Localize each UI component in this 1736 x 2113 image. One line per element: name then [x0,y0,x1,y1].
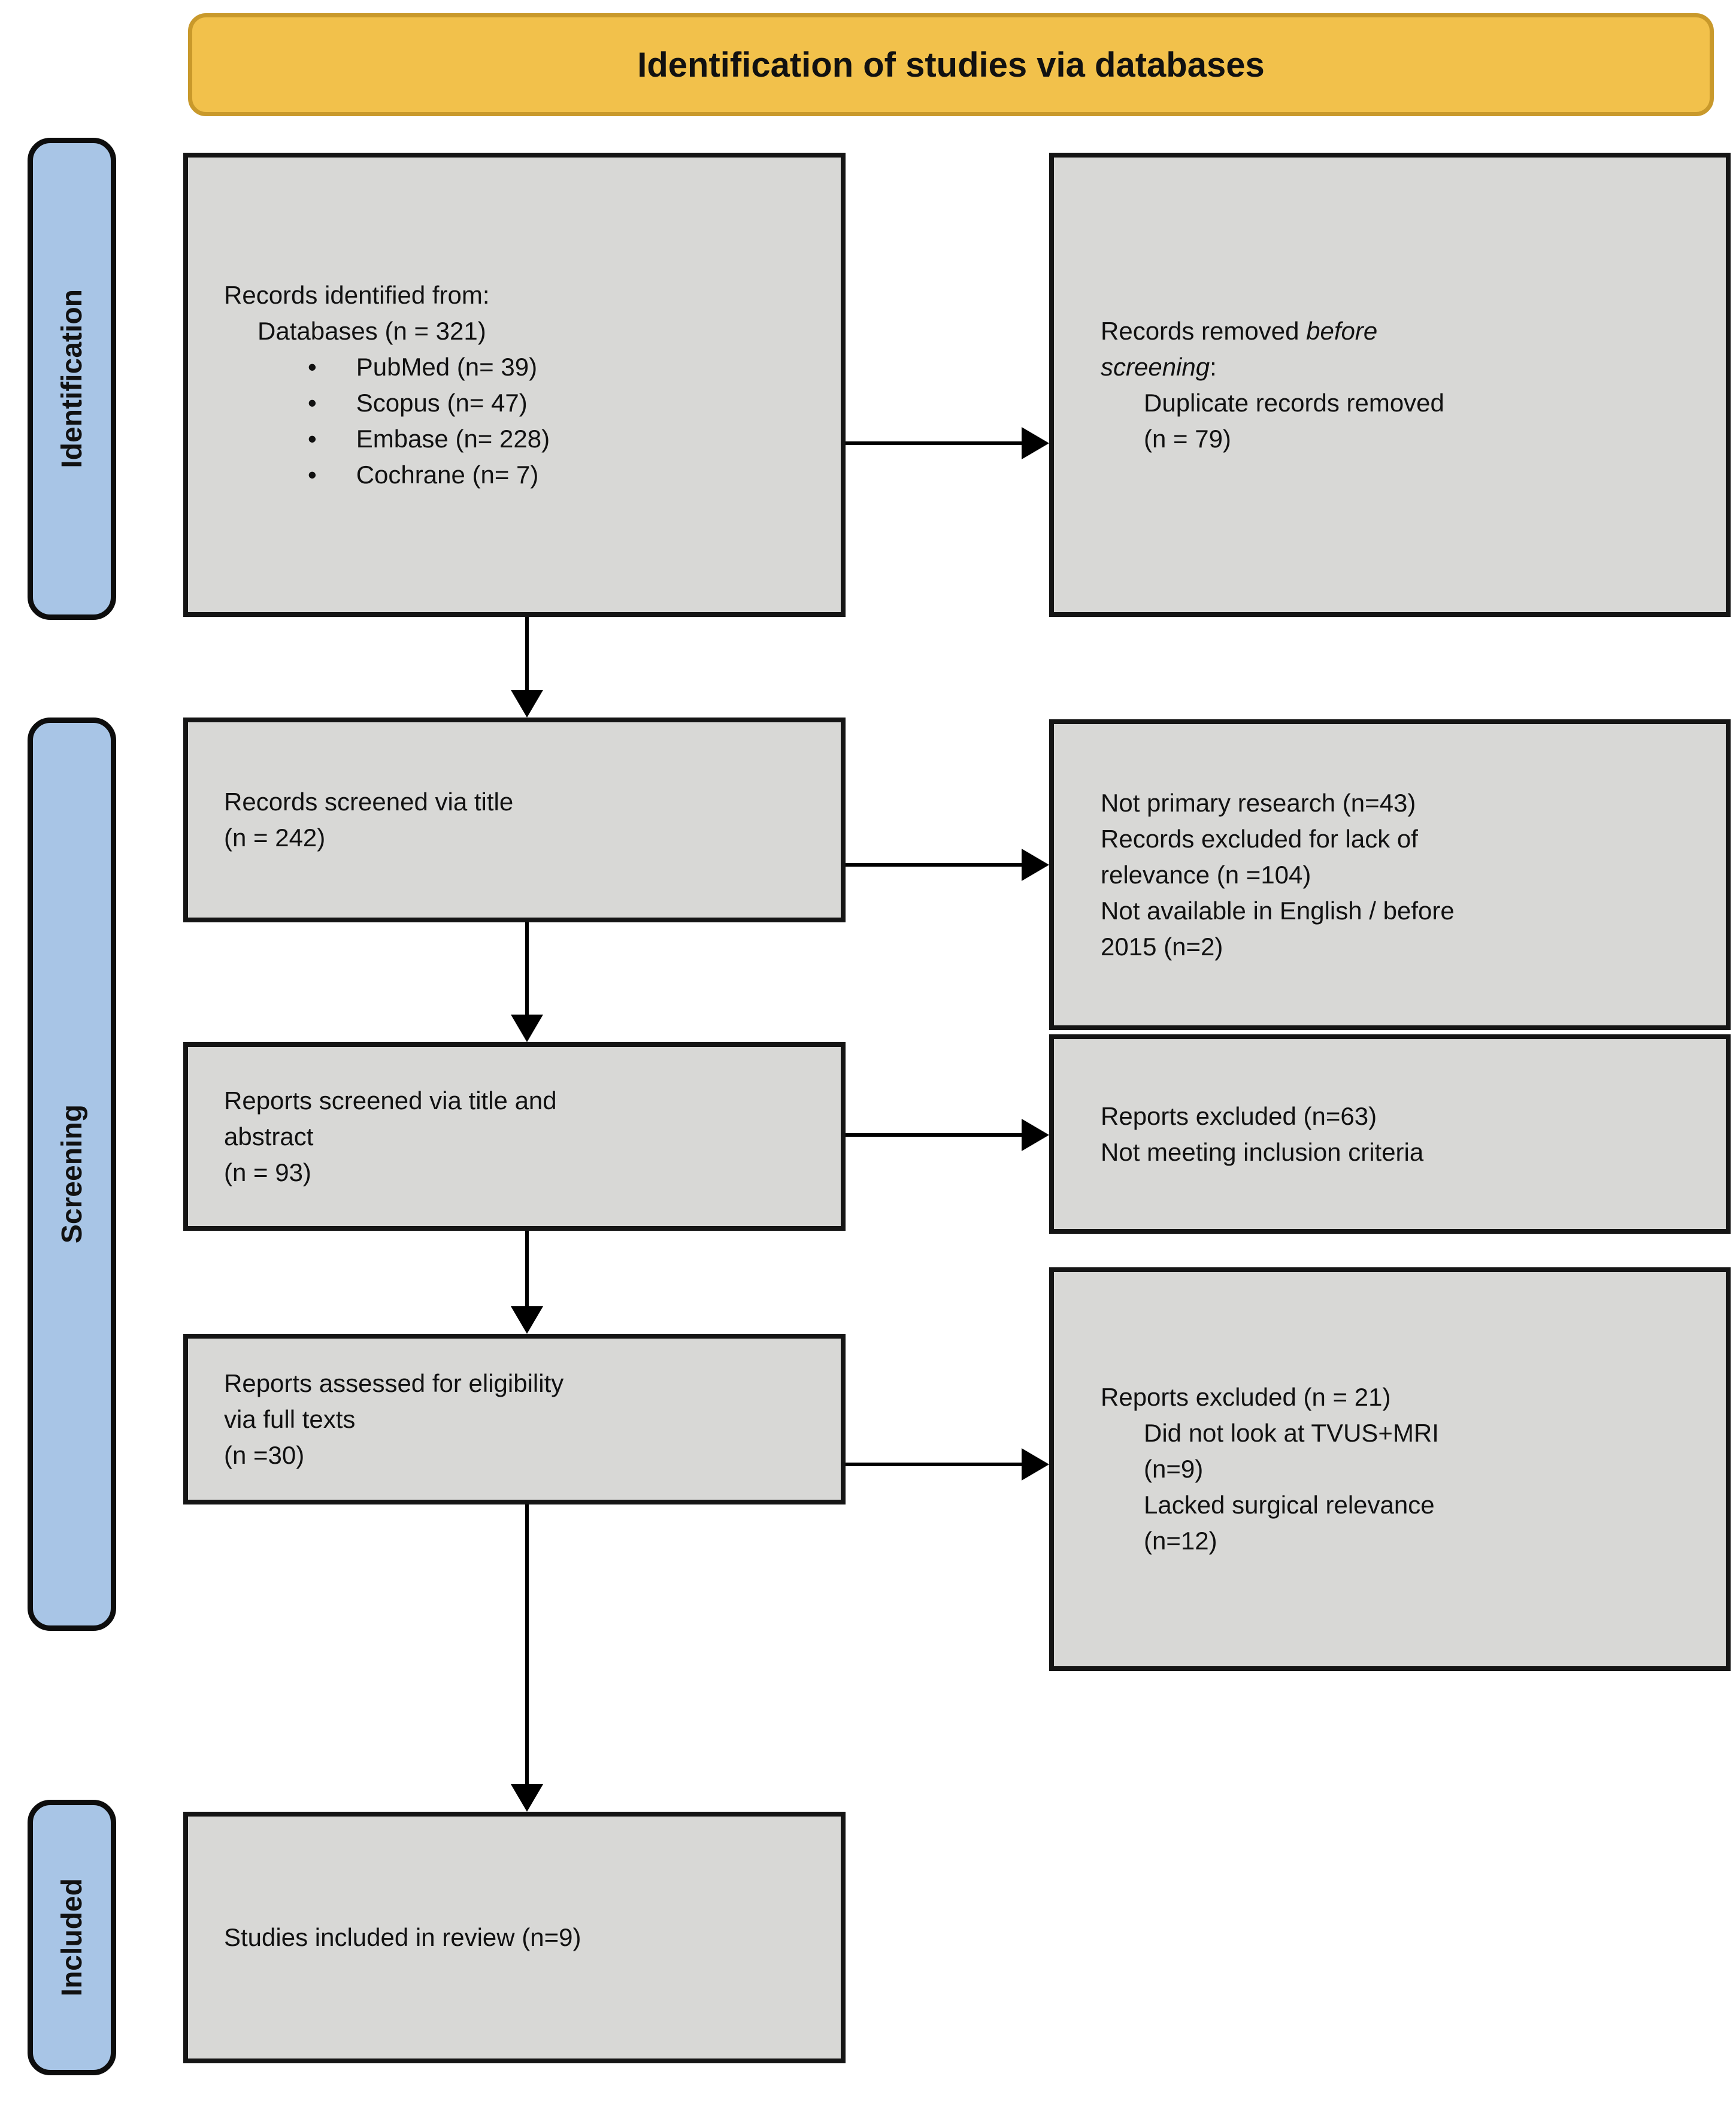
box-excluded-title-screen: Not primary research (n=43) Records excl… [1049,719,1731,1030]
records-screened-line2: (n = 242) [224,824,326,852]
records-removed-detail1: Duplicate records removed [1144,388,1444,417]
excluded-title-line1: Not primary research (n=43) [1101,788,1416,817]
box-reports-screened-abstract: Reports screened via title and abstract … [183,1042,846,1231]
reports-screened-line2: abstract [224,1122,314,1151]
sidebar-included-label: Included [56,1878,88,1997]
box-reports-excluded-fulltext: Reports excluded (n = 21) Did not look a… [1049,1267,1731,1671]
records-identified-bullet-list: PubMed (n= 39) Scopus (n= 47) Embase (n=… [224,349,823,493]
records-removed-line1: Records removed before [1101,316,1378,345]
sidebar-included: Included [28,1800,116,2075]
reports-screened-line1: Reports screened via title and [224,1086,557,1115]
arrow-down-icon [511,1015,543,1042]
banner-label: Identification of studies via databases [637,45,1265,84]
reports-excluded-fulltext-detail4: (n=12) [1144,1527,1217,1555]
reports-excluded-fulltext-title: Reports excluded (n = 21) [1101,1383,1391,1411]
arrow-down-icon [511,1784,543,1812]
reports-excluded-abstract-line2: Not meeting inclusion criteria [1101,1137,1424,1166]
reports-excluded-fulltext-detail2: (n=9) [1144,1455,1204,1483]
records-screened-line1: Records screened via title [224,788,514,816]
arrow-right-icon [1022,427,1049,459]
arrow-down-icon [511,1306,543,1334]
reports-excluded-abstract-line1: Reports excluded (n=63) [1101,1101,1377,1130]
reports-assessed-line2: via full texts [224,1404,356,1433]
excluded-title-line3: relevance (n =104) [1101,860,1311,889]
arrow-down-icon [511,690,543,718]
excluded-title-line5: 2015 (n=2) [1101,932,1223,961]
records-identified-subtitle: Databases (n = 321) [257,316,486,345]
banner-identification-of-studies: Identification of studies via databases [188,13,1714,116]
reports-screened-line3: (n = 93) [224,1158,311,1186]
list-item: Scopus (n= 47) [308,385,823,421]
reports-assessed-line3: (n =30) [224,1440,305,1469]
sidebar-screening-label: Screening [56,1104,88,1244]
arrow-right-icon [1022,1119,1049,1151]
sidebar-identification-label: Identification [56,289,88,468]
reports-excluded-fulltext-detail3: Lacked surgical relevance [1144,1491,1435,1519]
box-records-identified: Records identified from: Databases (n = … [183,153,846,617]
reports-assessed-line1: Reports assessed for eligibility [224,1369,564,1397]
box-records-screened-title: Records screened via title (n = 242) [183,718,846,922]
sidebar-identification: Identification [28,138,116,620]
arrow-right-icon [1022,1448,1049,1481]
box-reports-assessed: Reports assessed for eligibility via ful… [183,1334,846,1504]
box-reports-excluded-abstract: Reports excluded (n=63) Not meeting incl… [1049,1034,1731,1234]
sidebar-screening: Screening [28,718,116,1631]
excluded-title-line4: Not available in English / before [1101,896,1455,925]
studies-included-title: Studies included in review (n=9) [224,1923,581,1951]
records-removed-line2: screening: [1101,352,1217,381]
records-identified-title: Records identified from: [224,280,490,309]
list-item: Cochrane (n= 7) [308,457,823,493]
arrow-right-icon [1022,849,1049,881]
box-records-removed-before-screening: Records removed before screening: Duplic… [1049,153,1731,617]
box-studies-included: Studies included in review (n=9) [183,1812,846,2063]
list-item: PubMed (n= 39) [308,349,823,385]
excluded-title-line2: Records excluded for lack of [1101,824,1418,853]
list-item: Embase (n= 228) [308,421,823,457]
reports-excluded-fulltext-detail1: Did not look at TVUS+MRI [1144,1419,1439,1447]
records-removed-detail2: (n = 79) [1144,424,1231,453]
